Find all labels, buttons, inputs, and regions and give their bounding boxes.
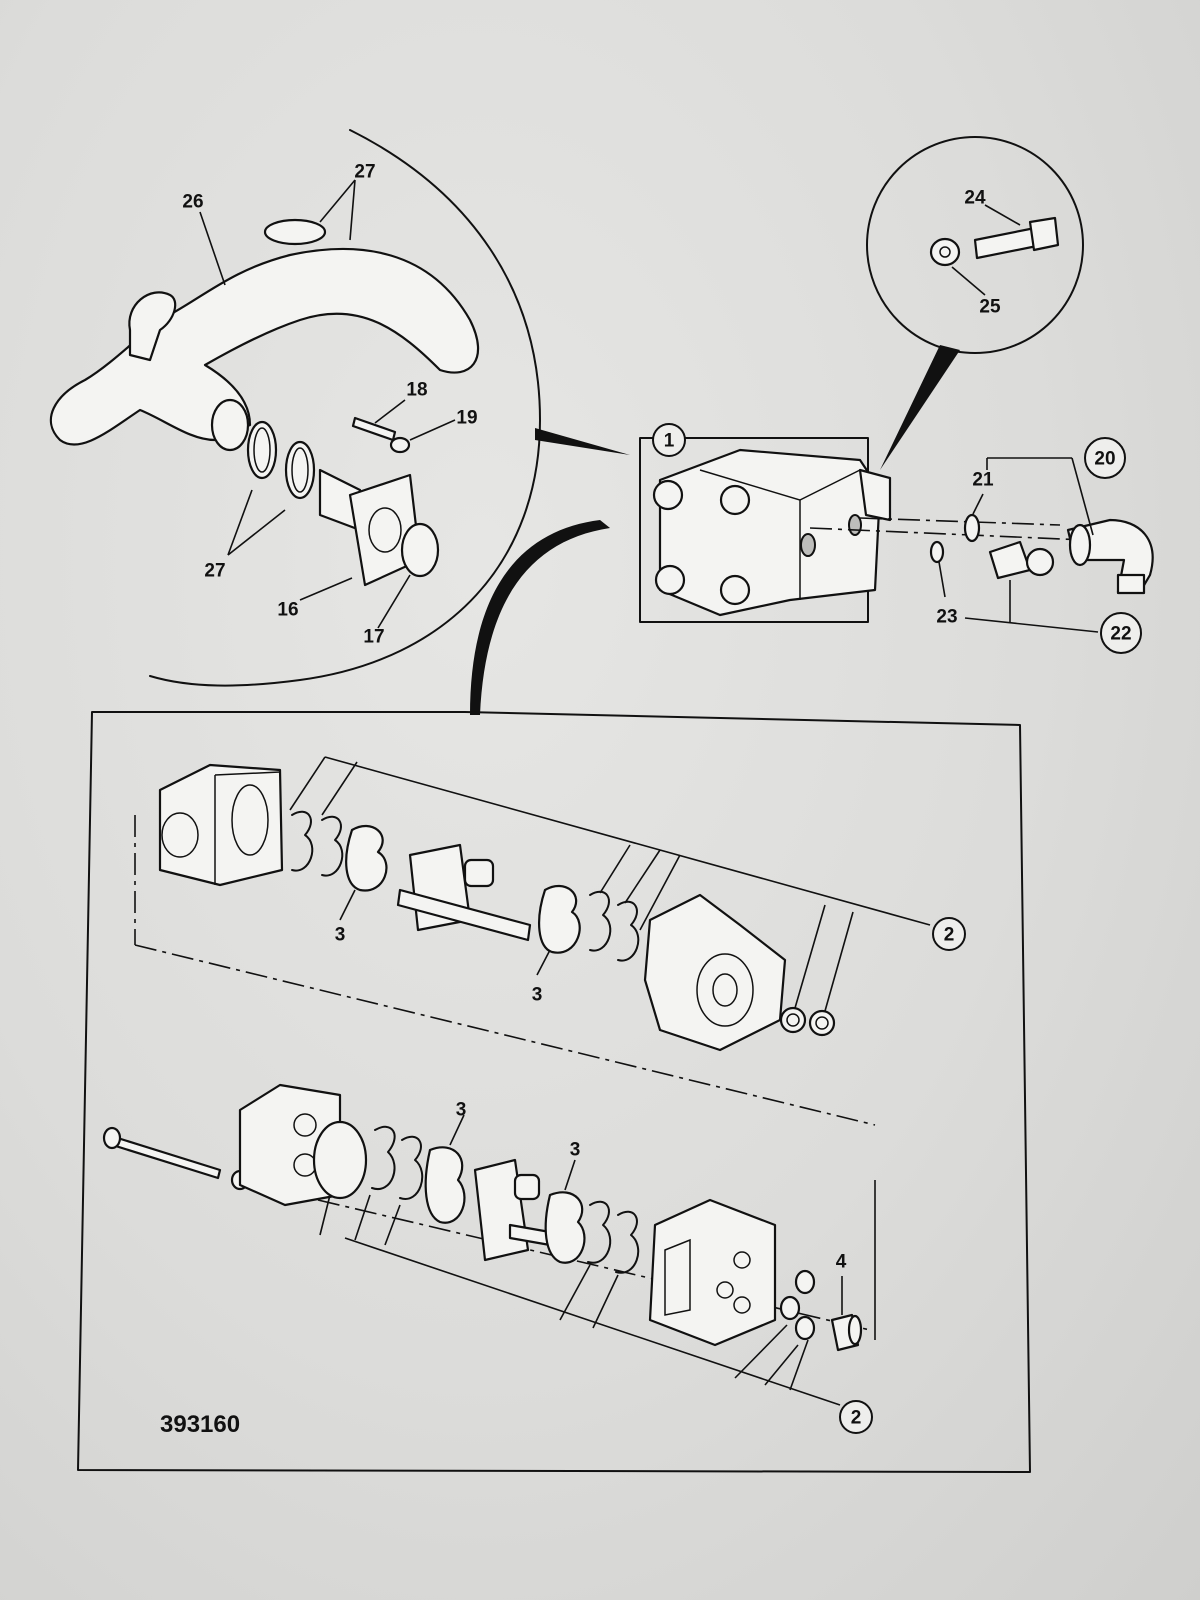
pump-assembly [470, 437, 892, 715]
callout-3-upper-right: 3 [532, 985, 543, 1006]
callout-2-upper: 2 [944, 925, 955, 946]
small-seal-1 [794, 1269, 816, 1295]
end-cover-lower [648, 1198, 777, 1347]
callout-19: 19 [456, 408, 477, 429]
hose-detail-circle [49, 129, 630, 687]
callout-labels: 26 27 27 16 17 18 19 24 25 21 23 1 20 22… [160, 162, 1142, 1438]
callout-26: 26 [182, 192, 203, 213]
callout-24: 24 [964, 188, 986, 209]
washer-19 [389, 436, 411, 454]
o-ring-17 [400, 522, 440, 578]
seal-upper-1 [291, 810, 314, 872]
wear-plate-lower-1 [424, 1146, 466, 1224]
callout-21: 21 [972, 470, 994, 491]
hose-clamp-lower-right [284, 440, 316, 500]
bolt-24 [973, 226, 1039, 260]
shaft-seal-1 [779, 1006, 807, 1034]
fittings-group [809, 457, 1154, 633]
drawing-reference-number: 393160 [160, 1411, 240, 1438]
rear-housing-upper [643, 893, 787, 1052]
callout-25: 25 [979, 297, 1001, 318]
bolt-18 [351, 416, 397, 442]
callout-16: 16 [277, 600, 298, 621]
callout-4: 4 [836, 1252, 847, 1273]
bolt-detail-circle [866, 136, 1084, 470]
callout-17: 17 [363, 627, 384, 648]
callout-2-lower: 2 [851, 1408, 862, 1429]
wear-plate-upper-2 [538, 884, 581, 954]
hose-clamp-upper [263, 218, 327, 246]
adapter-22 [988, 540, 1032, 580]
callout-3-upper-left: 3 [335, 925, 346, 946]
o-ring-23 [929, 540, 945, 564]
callout-27-top: 27 [354, 162, 375, 183]
callout-1: 1 [664, 431, 675, 452]
large-o-ring [312, 1120, 368, 1200]
callout-22: 22 [1110, 624, 1131, 645]
wear-plate-lower-2 [544, 1191, 586, 1264]
wear-plate-upper-1 [345, 824, 388, 892]
small-seal-2 [779, 1295, 801, 1321]
shaft-seal-2 [808, 1009, 836, 1037]
small-seal-3 [794, 1315, 816, 1341]
callout-27-bottom: 27 [204, 561, 225, 582]
callout-3-lower-left: 3 [456, 1100, 467, 1121]
callout-20: 20 [1094, 449, 1115, 470]
exploded-view-box [77, 711, 1031, 1473]
hose-clamp-lower-left [246, 420, 278, 480]
callout-23: 23 [936, 607, 957, 628]
callout-3-lower-right: 3 [570, 1140, 581, 1161]
upper-row-parts [134, 756, 931, 1126]
lower-row-parts [102, 1083, 876, 1406]
o-ring-21 [963, 513, 981, 543]
washer-25 [929, 237, 961, 267]
long-bolt [104, 1133, 222, 1180]
callout-18: 18 [406, 380, 427, 401]
